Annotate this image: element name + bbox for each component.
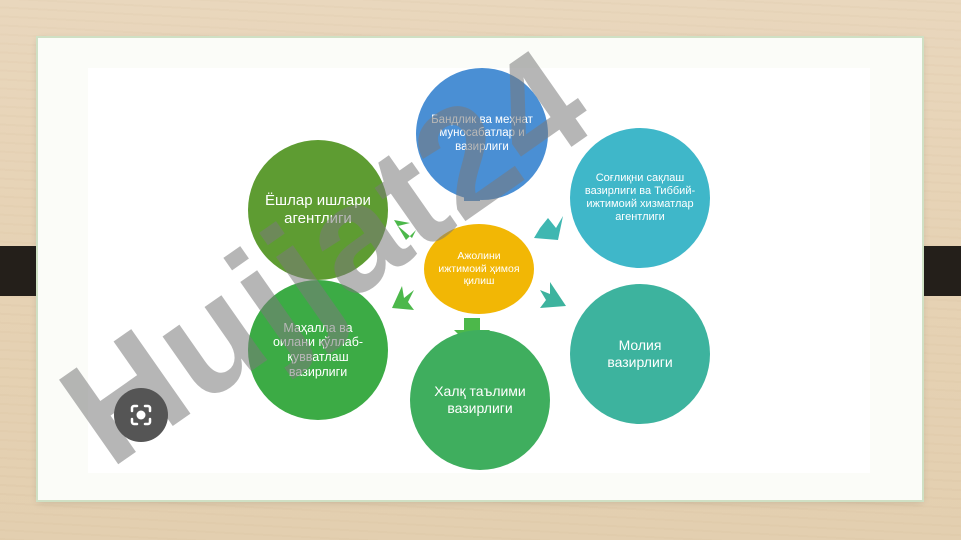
node-finance: Молия вазирлиги: [570, 284, 710, 424]
arrow-right-up: [534, 216, 563, 240]
node-finance-label: Молия вазирлиги: [607, 337, 673, 370]
node-health-label: Соғлиқни сақлаш вазирлиги ва Тиббий-ижти…: [584, 172, 696, 223]
node-mahalla-label: Маҳалла ва оилани қўллаб-қувватлаш вазир…: [272, 320, 364, 379]
node-center-label: Ажолини ижтимоий ҳимоя қилиш: [438, 250, 520, 288]
node-health: Соғлиқни сақлаш вазирлиги ва Тиббий-ижти…: [570, 128, 710, 268]
node-center: Ажолини ижтимоий ҳимоя қилиш: [424, 224, 534, 314]
node-employment-label: Бандлик ва меҳнат муносабатлар и вазирли…: [431, 113, 533, 153]
node-education-label: Халқ таълими вазирлиги: [434, 383, 526, 416]
arrow-left-down: [392, 286, 414, 310]
diagram-image: Бандлик ва меҳнат муносабатлар и вазирли…: [88, 68, 870, 473]
lens-glyph: [130, 404, 152, 426]
node-mahalla: Маҳалла ва оилани қўллаб-қувватлаш вазир…: [248, 280, 388, 420]
arrow-right-down: [540, 282, 566, 308]
node-youth: Ёшлар ишлари агентлиги: [248, 140, 388, 280]
node-education: Халқ таълими вазирлиги: [410, 330, 550, 470]
node-employment: Бандлик ва меҳнат муносабатлар и вазирли…: [416, 68, 548, 200]
arrow-left-up: [394, 220, 416, 240]
node-youth-label: Ёшлар ишлари агентлиги: [265, 192, 371, 227]
google-lens-icon[interactable]: [114, 388, 168, 442]
